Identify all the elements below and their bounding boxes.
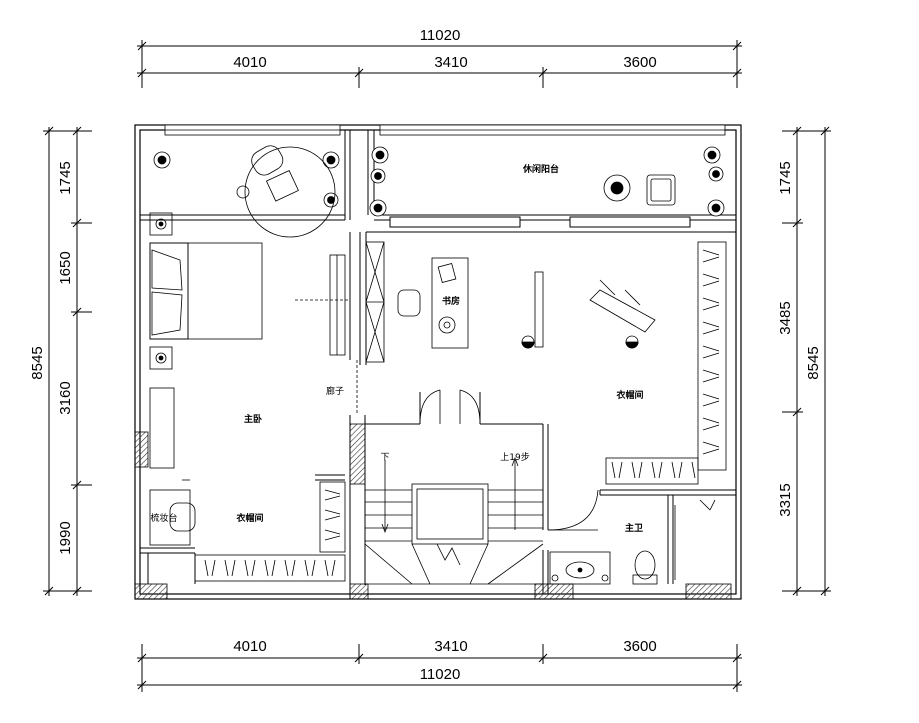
left-dimension-2: 1650 — [57, 251, 74, 284]
master-bedroom-label: 主卧 — [244, 413, 262, 425]
study-bookshelf — [365, 241, 385, 363]
round-rug — [236, 145, 336, 238]
bed — [149, 242, 263, 340]
top-windows — [164, 124, 726, 136]
bottom-dimension-3: 3600 — [623, 638, 656, 655]
top-dimension-1: 4010 — [233, 54, 266, 71]
corridor-line — [295, 299, 358, 415]
stairs — [364, 456, 544, 585]
stairs-up-label: 上19步 — [500, 452, 529, 463]
dressing-table — [149, 479, 196, 546]
dressing-table-label: 梳妆台 — [150, 512, 177, 524]
leisure-balcony-label: 休闲阳台 — [522, 163, 559, 175]
right-dimension-1: 1745 — [777, 161, 794, 194]
right-closet-label: 衣帽间 — [616, 389, 643, 401]
bottom-total-dimension: 11020 — [420, 666, 461, 683]
ironing-board — [589, 279, 656, 349]
right-dimensions — [782, 126, 831, 596]
top-dimensions — [137, 40, 742, 88]
right-dimension-2: 3485 — [777, 301, 794, 334]
right-total-dimension: 8545 — [805, 346, 822, 379]
tv-cabinet — [329, 254, 346, 356]
study-label: 书房 — [442, 295, 460, 307]
left-closet-rail — [194, 481, 346, 582]
bathroom-fixtures — [549, 499, 716, 585]
bottom-dimension-1: 4010 — [233, 638, 266, 655]
interior-walls — [140, 130, 736, 599]
balcony-chair — [646, 174, 676, 206]
balcony-plants — [153, 146, 725, 217]
right-dimension-3: 3315 — [777, 483, 794, 516]
top-total-dimension: 11020 — [420, 27, 461, 44]
top-dimension-2: 3410 — [434, 54, 467, 71]
bottom-dimension-2: 3410 — [434, 638, 467, 655]
outer-walls — [134, 124, 742, 600]
left-dimension-4: 1990 — [57, 521, 74, 554]
hatched-columns — [134, 423, 732, 600]
doors — [419, 389, 676, 580]
right-closet-rail — [605, 241, 727, 485]
bedroom-bench — [149, 387, 175, 469]
bottom-dimensions — [137, 644, 742, 692]
top-dimension-3: 3600 — [623, 54, 656, 71]
left-closet-label: 衣帽间 — [236, 512, 263, 524]
study-partition — [521, 271, 544, 349]
study-desk — [397, 257, 469, 349]
master-bath-label: 主卫 — [625, 522, 643, 534]
left-dimensions — [43, 126, 92, 596]
left-total-dimension: 8545 — [29, 346, 46, 379]
corridor-label: 廊子 — [326, 385, 344, 397]
nightstands — [149, 212, 173, 370]
stairs-down-label: 下 — [380, 453, 389, 463]
left-dimension-1: 1745 — [57, 161, 74, 194]
left-dimension-3: 3160 — [57, 381, 74, 414]
